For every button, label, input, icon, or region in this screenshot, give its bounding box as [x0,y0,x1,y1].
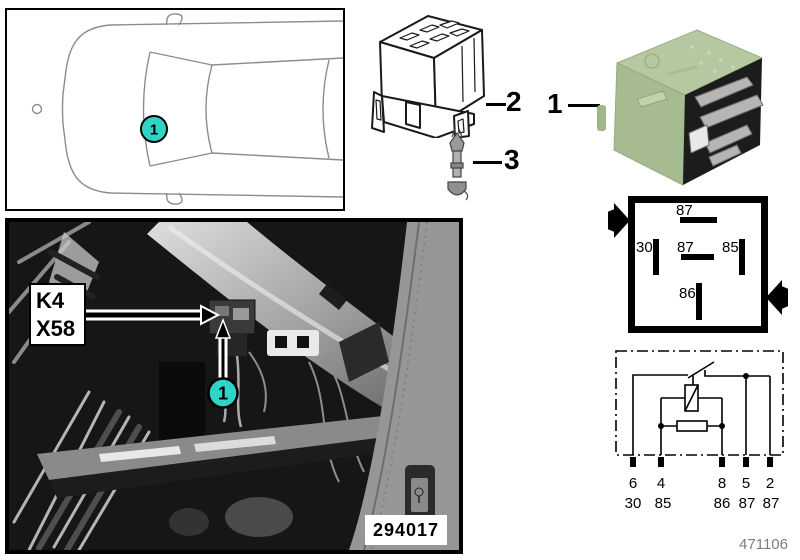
fastener-clip [463,190,469,201]
right-mirror [166,192,183,205]
pin-87-mid-label: 87 [677,239,694,256]
relay-side-tab [597,105,606,131]
callout-1-label[interactable]: 1 [547,88,563,119]
pin-87-top-blade [680,217,717,223]
switch-contact-wire [704,370,770,377]
schematic-terminal-labels: 30 85 86 87 87 [625,495,780,512]
fastener-prongs [451,128,463,138]
socket-side-ribs [461,37,476,103]
location-callout-circle[interactable] [140,115,168,143]
location-callout-hotspot[interactable]: 1 [140,115,168,143]
leader-line-relay [568,104,600,107]
relay-code: K4 [36,288,65,313]
callout-3-label[interactable]: 3 [504,144,520,175]
callout-2-label[interactable]: 2 [506,86,522,117]
resistor-symbol [676,420,708,432]
windshield-rear-edge [205,64,213,154]
pin-87-top-label: 87 [676,202,693,219]
orientation-arrow-right [768,280,788,315]
fastener-collar [450,162,464,169]
pin-86-blade [696,283,702,320]
car-body-outline [61,20,344,198]
terminal-label-87b: 87 [763,495,780,512]
sill-rail [37,322,413,537]
pin-number-4: 4 [657,475,665,492]
coil-diagonal [684,384,699,412]
relay-label-box: K4 X58 [29,283,86,346]
a-pillars [149,51,213,167]
schematic-pin-numbers: 6 4 8 5 2 [629,475,774,492]
relay-front-clip [636,90,668,108]
relay-connector-cluster [159,299,365,483]
socket-terminal-slots [399,20,470,49]
fastener-foot [447,181,467,196]
schematic-circuit [632,361,771,455]
relay-schematic: 6 4 8 5 2 30 85 86 87 87 [615,350,784,512]
pin-number-2: 2 [766,475,774,492]
relay-socket-drawing [371,15,485,138]
leader-line-fastener [473,161,502,164]
relay-pin-diagram: 87 30 87 85 86 [608,196,788,333]
fastener-head [449,131,465,152]
schematic-terminals [630,457,773,467]
terminal-label-30: 30 [625,495,642,512]
location-callout-number[interactable]: 1 [150,122,158,139]
callout-pointer-arrow [214,317,232,379]
car-outline [31,13,344,205]
drawing-number: 471106 [739,536,788,553]
terminal-87-wires [745,376,771,455]
engine-bay-photo: 1 K4 X58 294017 [5,218,463,554]
pin-number-5: 5 [742,475,750,492]
socket-latch [405,101,421,129]
white-bracket [267,330,319,356]
relay-top-markings [644,45,735,76]
pin-86-label: 86 [679,285,696,302]
pin-number-6: 6 [629,475,637,492]
connector-code: X58 [36,316,76,341]
pin-30-blade [653,239,659,275]
rear-window-edge [322,59,330,159]
terminal-label-85: 85 [655,495,672,512]
schematic-housing-outline [615,350,784,456]
relay-photo [597,29,764,186]
terminal-label-86: 86 [714,495,731,512]
photo-number-badge: 294017 [365,515,447,545]
terminal-label-87a: 87 [739,495,756,512]
left-mirror [166,13,183,26]
window-switch [405,465,435,527]
pin-fastener-drawing [447,128,469,201]
pin-30-label: 30 [636,239,653,256]
socket-leg-left-slot [375,99,382,121]
pin-85-blade [739,239,745,275]
cable-tie [319,284,347,310]
roof-side-lines [211,57,344,161]
relay-pins [688,76,764,167]
orientation-arrow-left [608,203,628,238]
terminal-30-wire [632,374,688,455]
car-top-view: 1 [31,13,344,205]
relay-pointer-arrow [86,304,221,326]
windshield-front-edge [142,51,151,167]
photo-artwork: 1 [9,222,459,550]
vehicle-location-panel: 1 [5,8,345,211]
photo-callout-number[interactable]: 1 [218,384,228,404]
leader-line-socket [486,103,506,106]
hood-emblem [31,103,43,115]
photo-callout-hotspot[interactable]: 1 [207,377,239,409]
schematic-junctions [658,373,749,429]
pin-87-mid-blade [681,254,714,260]
door-trim-panel [349,222,459,550]
pin-85-label: 85 [722,239,739,256]
photo-callout-circle[interactable] [207,377,239,409]
pin-number-8: 8 [718,475,726,492]
